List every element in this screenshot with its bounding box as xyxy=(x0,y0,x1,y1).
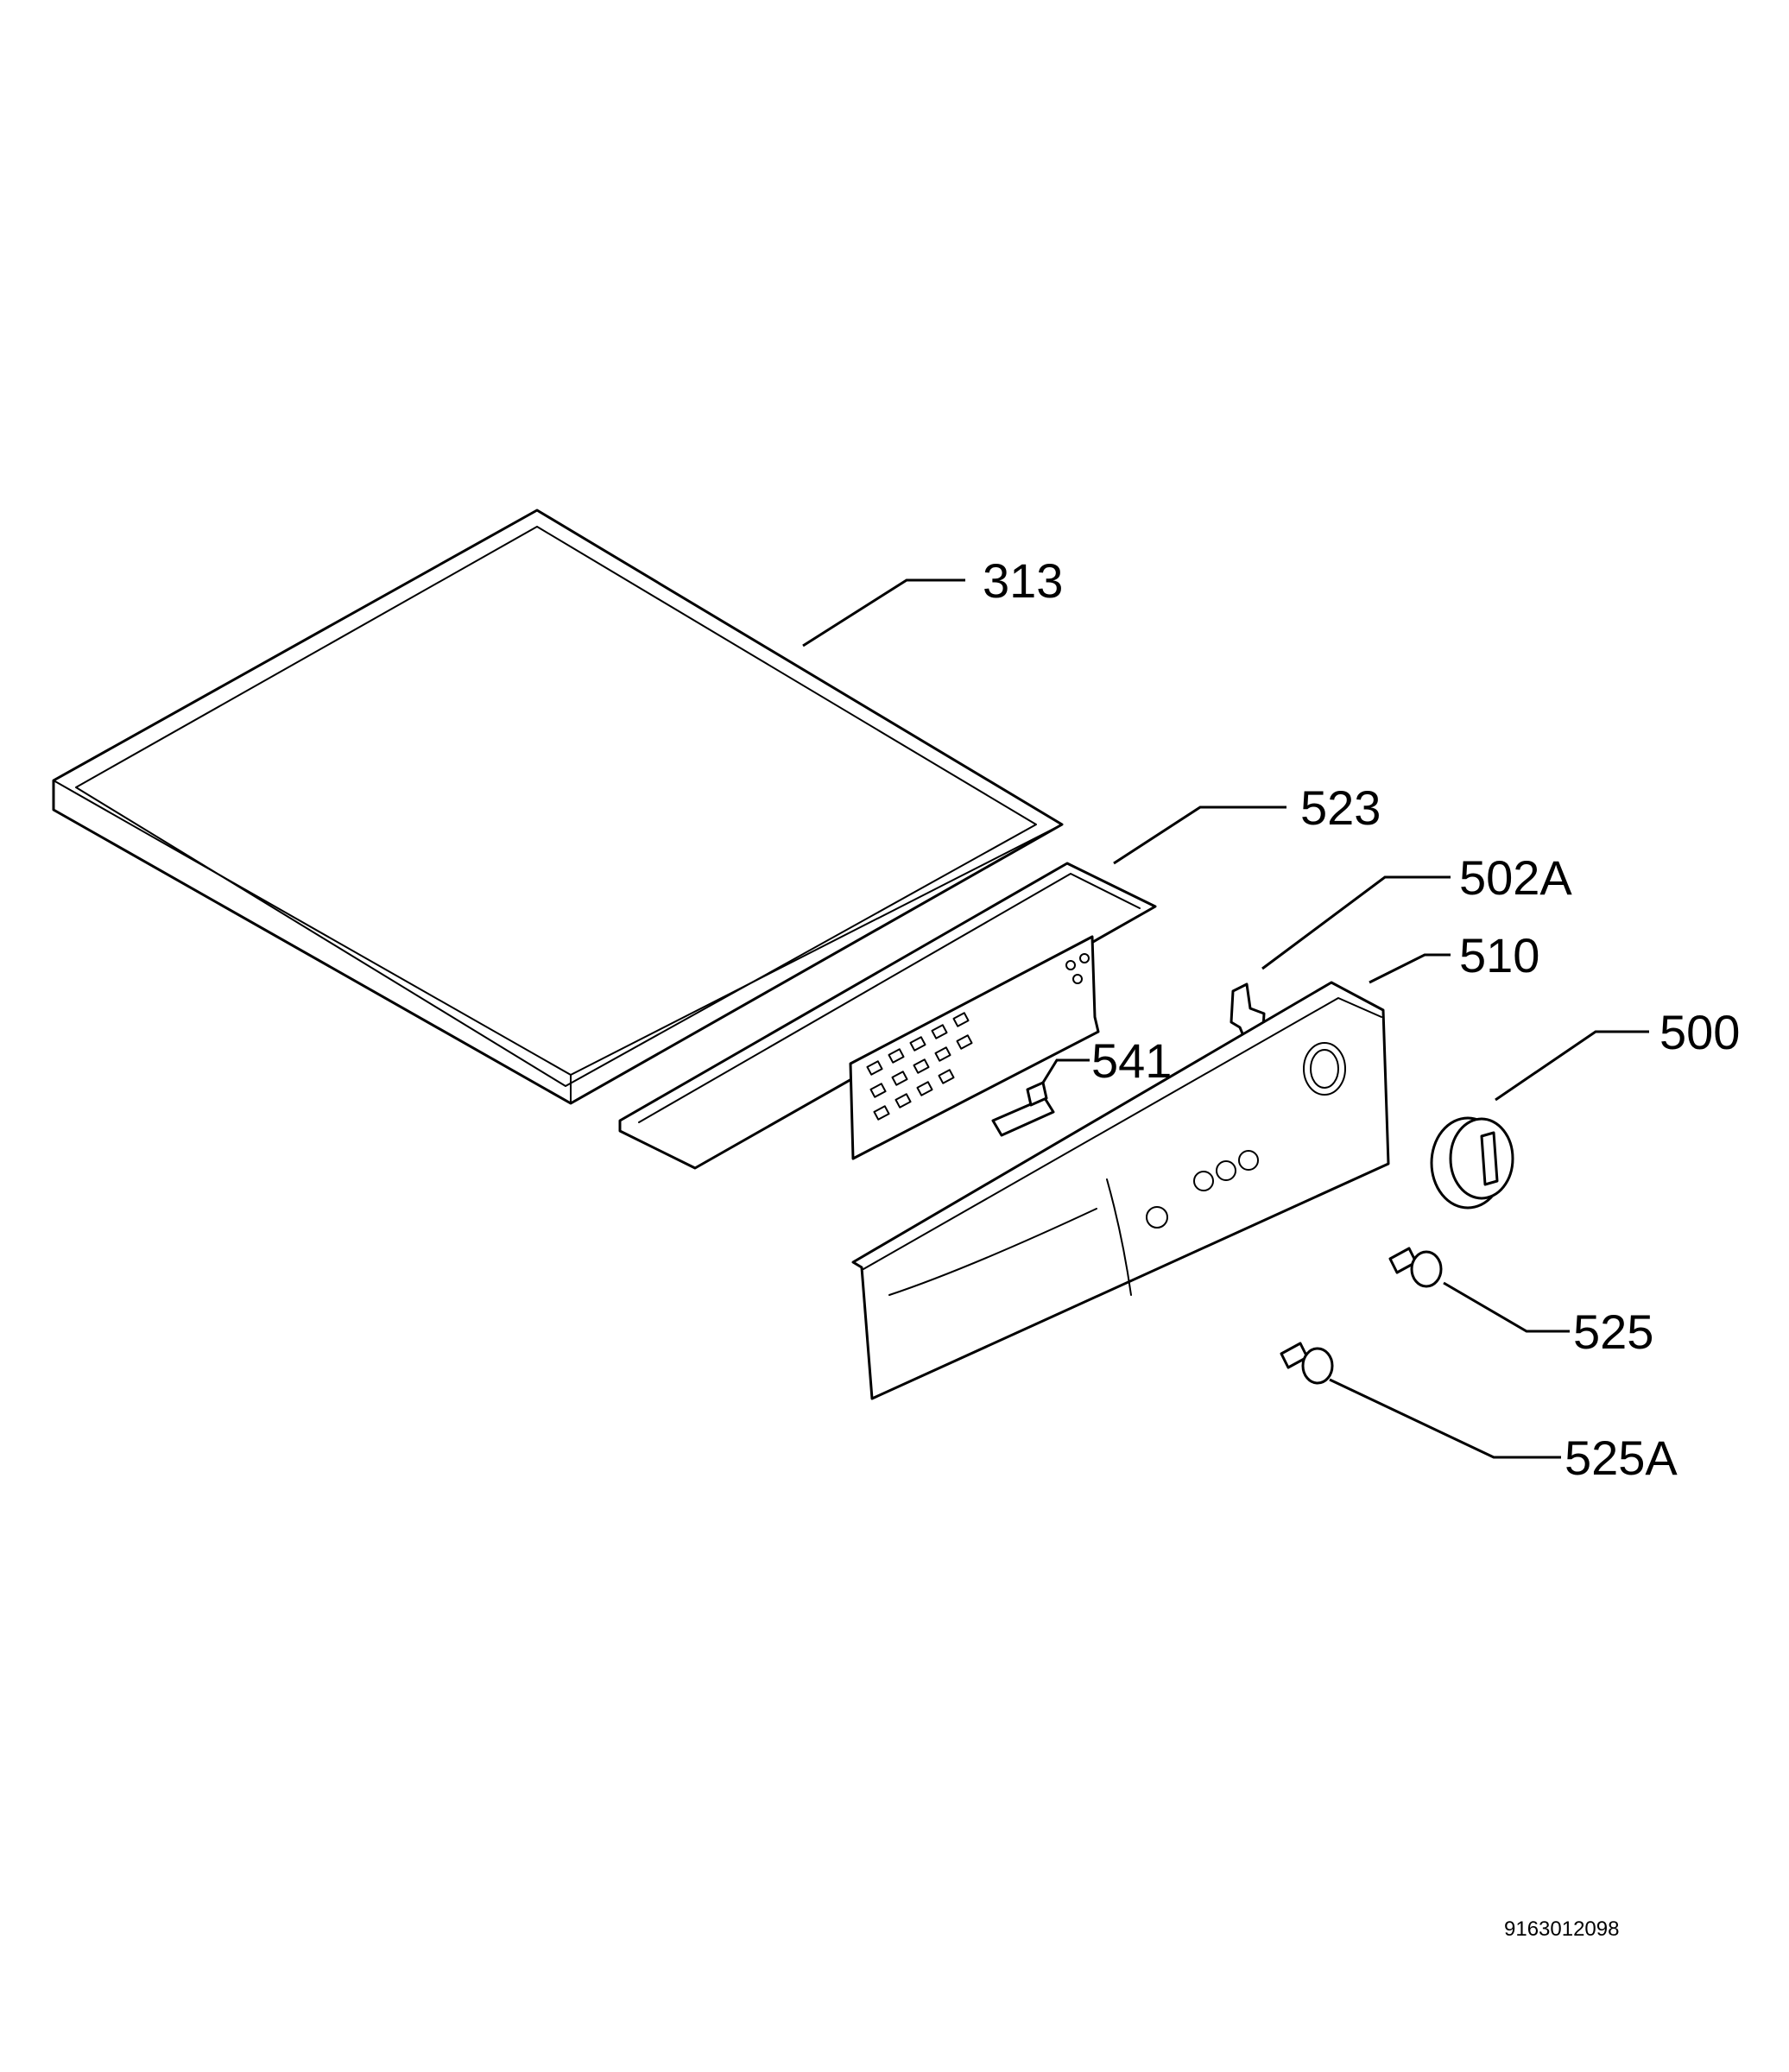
leader-510 xyxy=(1369,953,1451,984)
callout-313: 313 xyxy=(983,553,1063,608)
leader-525 xyxy=(1443,1281,1570,1333)
button-opening xyxy=(1216,1160,1236,1181)
callout-502a: 502A xyxy=(1459,850,1572,905)
part-525-push-button xyxy=(1388,1247,1443,1288)
part-313-top-cover xyxy=(52,509,1064,1105)
leader-313 xyxy=(802,578,965,648)
callout-523: 523 xyxy=(1300,780,1381,835)
part-541-connector xyxy=(991,1081,1055,1137)
callout-525: 525 xyxy=(1573,1304,1653,1359)
button-opening xyxy=(1146,1206,1168,1229)
callout-510: 510 xyxy=(1459,928,1539,982)
callout-525a: 525A xyxy=(1565,1431,1678,1485)
leader-502a xyxy=(1261,875,1451,970)
leader-523 xyxy=(1113,805,1286,865)
leader-525a xyxy=(1329,1378,1561,1459)
part-500-knob xyxy=(1430,1116,1514,1210)
leader-500 xyxy=(1495,1030,1649,1102)
document-number: 9163012098 xyxy=(1504,1917,1619,1941)
leader-lines xyxy=(802,578,1649,1459)
callout-541: 541 xyxy=(1091,1033,1172,1088)
program-knob-opening xyxy=(1303,1042,1346,1096)
button-opening xyxy=(1193,1171,1214,1191)
button-opening xyxy=(1238,1150,1259,1171)
part-523-bracket xyxy=(618,862,1157,1170)
callout-labels: 313 523 502A 510 500 541 525 525A xyxy=(983,553,1740,1485)
callout-500: 500 xyxy=(1659,1005,1740,1059)
part-525a-push-button xyxy=(1280,1342,1334,1385)
part-510-control-panel xyxy=(851,981,1390,1400)
bracket-holes xyxy=(866,953,1090,1121)
leader-541 xyxy=(1041,1058,1090,1083)
